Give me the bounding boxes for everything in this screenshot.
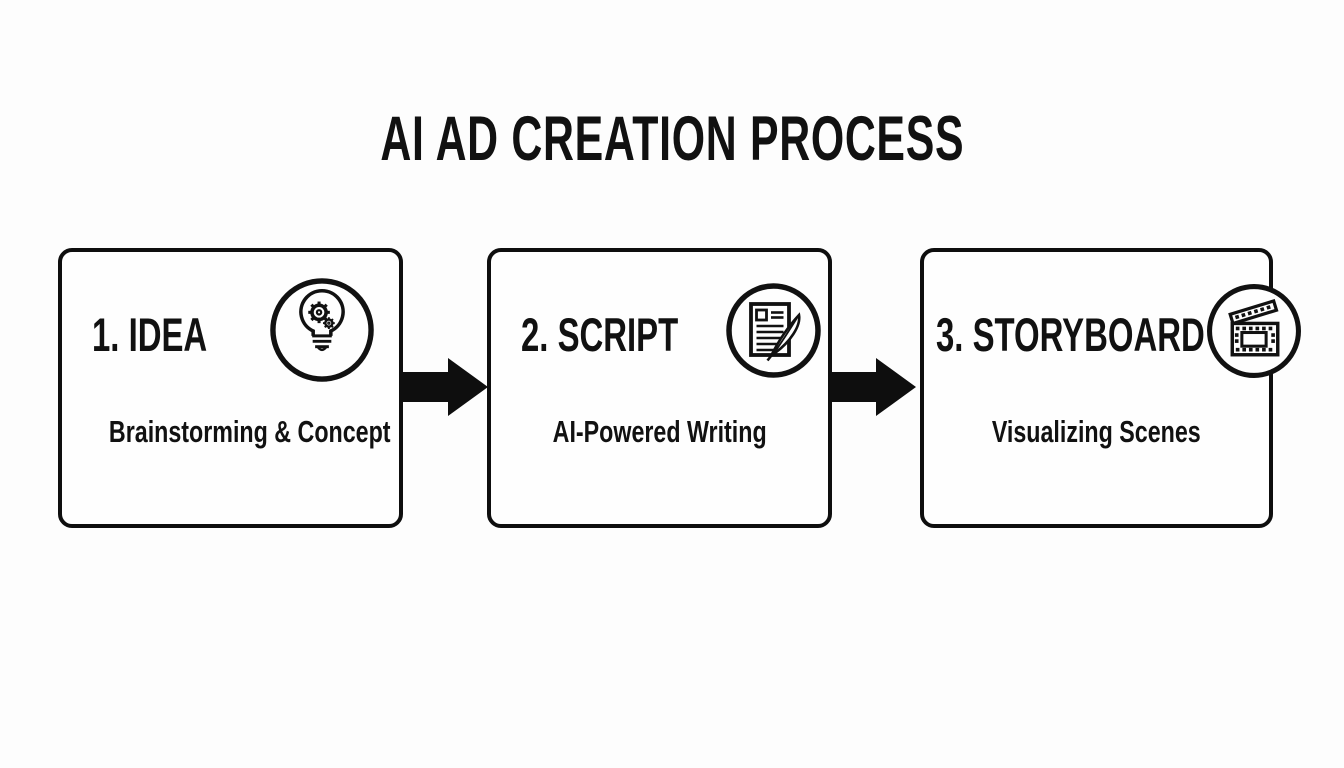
step-label-text: 3. STORYBOARD [936,308,1205,361]
step-label-text: 1. IDEA [92,308,208,361]
step-subtitle: Brainstorming & Concept [62,414,399,449]
step-box-idea: 1. IDEA [58,248,403,528]
arrow-right-icon [830,358,916,416]
step-label-text: 2. SCRIPT [521,308,679,361]
step-box-storyboard: 3. STORYBOARD [920,248,1301,528]
step-subtitle: AI-Powered Writing [491,414,828,449]
lightbulb-gear-icon [269,277,375,383]
document-quill-icon [725,282,822,379]
step-label: 3. STORYBOARD [936,308,1320,361]
page-title: AI AD CREATION PROCESS [0,108,1344,171]
step-box-script: 2. SCRIPT A [487,248,832,528]
step-label: 2. SCRIPT [521,308,746,361]
step-subtitle-text: Visualizing Scenes [992,414,1201,449]
page-title-text: AI AD CREATION PROCESS [380,104,964,174]
step-subtitle-text: Brainstorming & Concept [108,414,391,449]
step-subtitle: Visualizing Scenes [924,414,1269,449]
step-subtitle-text: AI-Powered Writing [552,414,767,449]
film-clapperboard-icon [1206,283,1302,379]
arrow-right-icon [402,358,488,416]
step-label: 1. IDEA [92,308,257,361]
